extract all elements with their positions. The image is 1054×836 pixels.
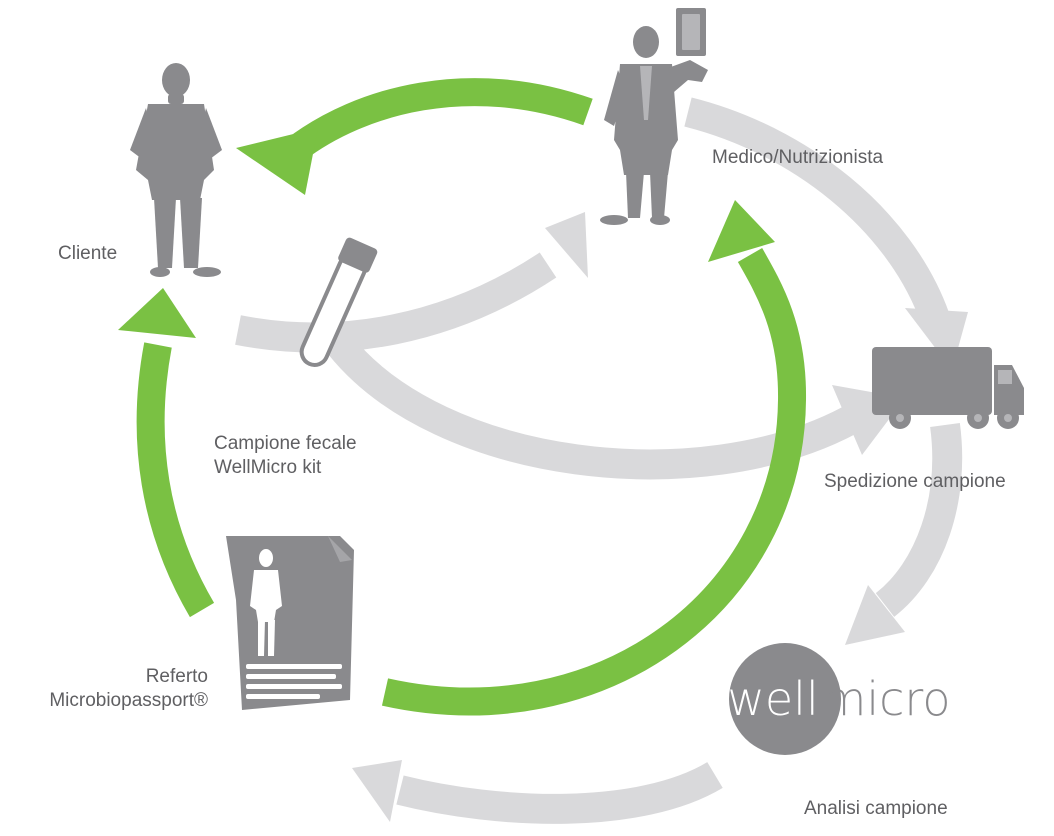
client-person-icon <box>130 63 222 277</box>
label-referto-line2: Microbiopassport® <box>49 690 208 711</box>
label-spedizione: Spedizione campione <box>824 471 1006 492</box>
wellmicro-logo-circle <box>729 643 841 755</box>
arrow-referto-to-cliente-head <box>118 288 196 338</box>
arrow-kit-to-medico <box>235 252 557 353</box>
label-analisi: Analisi campione <box>804 798 948 819</box>
arrow-truck-to-wellmicro-head <box>845 585 905 645</box>
arrow-medico-to-cliente-head <box>236 128 318 195</box>
arrow-medico-to-cliente <box>286 78 593 162</box>
green-flow-arrows <box>118 78 807 716</box>
wellmicro-logo-text-well: well <box>727 672 818 726</box>
arrow-kit-to-truck <box>328 335 858 480</box>
arrow-referto-to-cliente <box>136 342 215 618</box>
wellmicro-logo-text-micro: micro <box>822 672 951 726</box>
wellmicro-logo: well micro <box>727 643 950 755</box>
arrow-result-to-medico-head <box>708 200 775 262</box>
label-referto: Referto Microbiopassport® <box>10 665 208 713</box>
arrow-medico-to-truck <box>684 97 950 324</box>
doctor-person-icon <box>600 8 708 225</box>
report-document-icon <box>226 536 354 710</box>
arrow-result-to-medico <box>381 248 807 716</box>
label-referto-line1: Referto <box>145 666 208 687</box>
arrow-wellmicro-to-referto-head <box>352 760 402 822</box>
label-cliente: Cliente <box>58 243 118 264</box>
arrow-wellmicro-to-referto <box>396 761 723 824</box>
label-kit-line2: WellMicro kit <box>214 457 322 478</box>
label-medico: Medico/Nutrizionista <box>712 147 884 168</box>
test-tube-icon <box>299 237 378 367</box>
label-kit-line1: Campione fecale <box>214 433 357 454</box>
delivery-truck-icon <box>872 347 1024 429</box>
label-kit: Campione fecale WellMicro kit <box>214 432 357 480</box>
arrow-kit-to-medico-head <box>545 212 588 278</box>
arrow-truck-to-wellmicro <box>875 423 963 617</box>
